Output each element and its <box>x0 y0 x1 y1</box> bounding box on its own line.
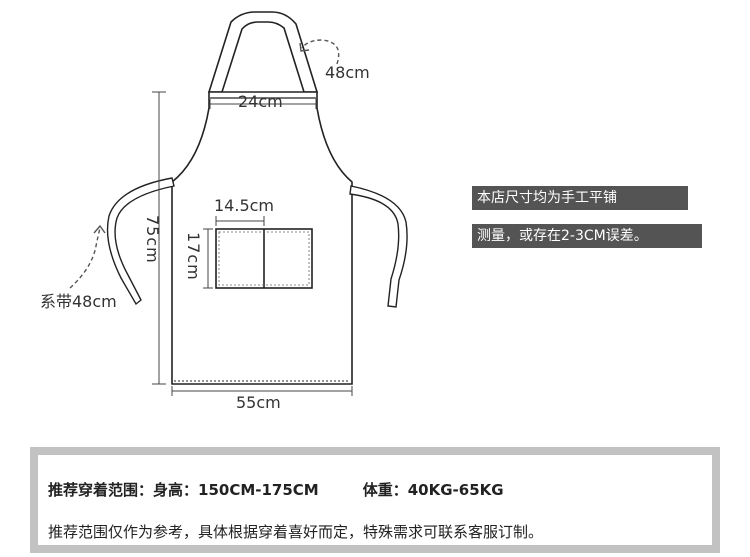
pocket <box>215 228 313 289</box>
pocket-width-label: 14.5cm <box>214 196 275 215</box>
measurement-note-line-2: 测量，或存在2-3CM误差。 <box>472 224 702 248</box>
size-info-panel: 推荐穿着范围：身高：150CM-175CM 体重：40KG-65KG 推荐范围仅作… <box>30 447 720 553</box>
neck-strap <box>207 11 319 93</box>
pocket-width-dimension-line <box>215 216 265 226</box>
height-range: 身高：150CM-175CM <box>153 481 319 499</box>
waist-tie-length-label: 系带48cm <box>40 292 117 311</box>
recommended-range-line: 推荐穿着范围：身高：150CM-175CM 体重：40KG-65KG <box>48 479 504 500</box>
neck-strap-length-label: 48cm <box>325 63 370 82</box>
bottom-width-label: 55cm <box>236 393 281 412</box>
measurement-note-line-1: 本店尺寸均为手工平铺 <box>472 186 688 210</box>
top-width-dimension-line <box>209 99 317 109</box>
left-waist-tie <box>106 177 175 306</box>
recommended-range-label: 推荐穿着范围： <box>48 481 154 499</box>
disclaimer-text: 推荐范围仅作为参考，具体根据穿着喜好而定，特殊需求可联系客服订制。 <box>48 523 544 541</box>
top-width-label: 24cm <box>238 92 283 111</box>
bottom-width-dimension-line <box>171 386 353 396</box>
right-waist-tie <box>349 185 408 308</box>
waist-tie-arrow <box>69 224 106 289</box>
pocket-height-dimension-line <box>203 228 213 289</box>
weight-range: 体重：40KG-65KG <box>362 481 504 499</box>
total-height-label: 75cm <box>143 215 162 264</box>
pocket-height-label: 17cm <box>184 232 203 281</box>
height-dimension-line <box>152 91 166 385</box>
size-info-content: 推荐穿着范围：身高：150CM-175CM 体重：40KG-65KG 推荐范围仅作… <box>38 455 712 545</box>
neck-strap-arrow <box>299 39 340 65</box>
